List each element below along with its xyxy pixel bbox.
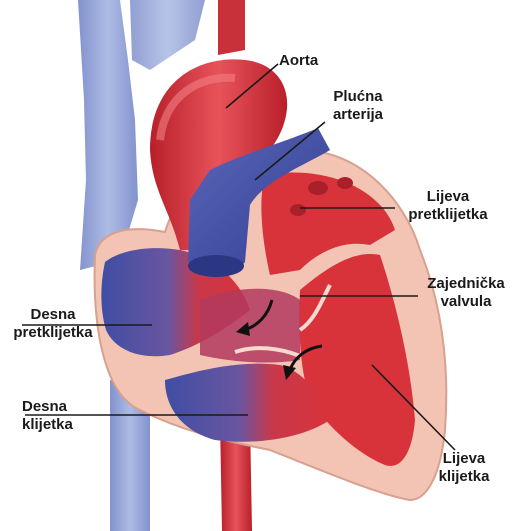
label-right-ventricle: Desna klijetka <box>22 398 73 434</box>
label-left-atrium-line-2: pretklijetka <box>395 206 501 224</box>
label-left-ventricle-line-2: klijetka <box>424 468 504 486</box>
label-pulmonary-artery-line-1: Plućna <box>322 88 394 106</box>
label-common-valve-line-2: valvula <box>420 293 512 311</box>
label-right-ventricle-line-2: klijetka <box>22 416 73 434</box>
label-left-atrium: Lijeva pretklijetka <box>395 188 501 224</box>
label-left-ventricle: Lijeva klijetka <box>424 450 504 486</box>
label-left-atrium-line-1: Lijeva <box>395 188 501 206</box>
label-pulmonary-artery: Plućna arterija <box>322 88 394 124</box>
pulmonary-vein <box>218 0 245 55</box>
pulmonary-artery-opening <box>188 255 244 277</box>
superior-vena-cava-right <box>130 0 205 70</box>
label-common-valve: Zajednička valvula <box>420 275 512 311</box>
label-right-atrium-line-1: Desna <box>0 306 106 324</box>
label-right-ventricle-line-1: Desna <box>22 398 73 416</box>
label-right-atrium-line-2: pretklijetka <box>0 324 106 342</box>
label-left-ventricle-line-1: Lijeva <box>424 450 504 468</box>
label-right-atrium: Desna pretklijetka <box>0 306 106 342</box>
label-aorta: Aorta <box>279 52 318 70</box>
label-pulmonary-artery-line-2: arterija <box>322 106 394 124</box>
label-common-valve-line-1: Zajednička <box>420 275 512 293</box>
